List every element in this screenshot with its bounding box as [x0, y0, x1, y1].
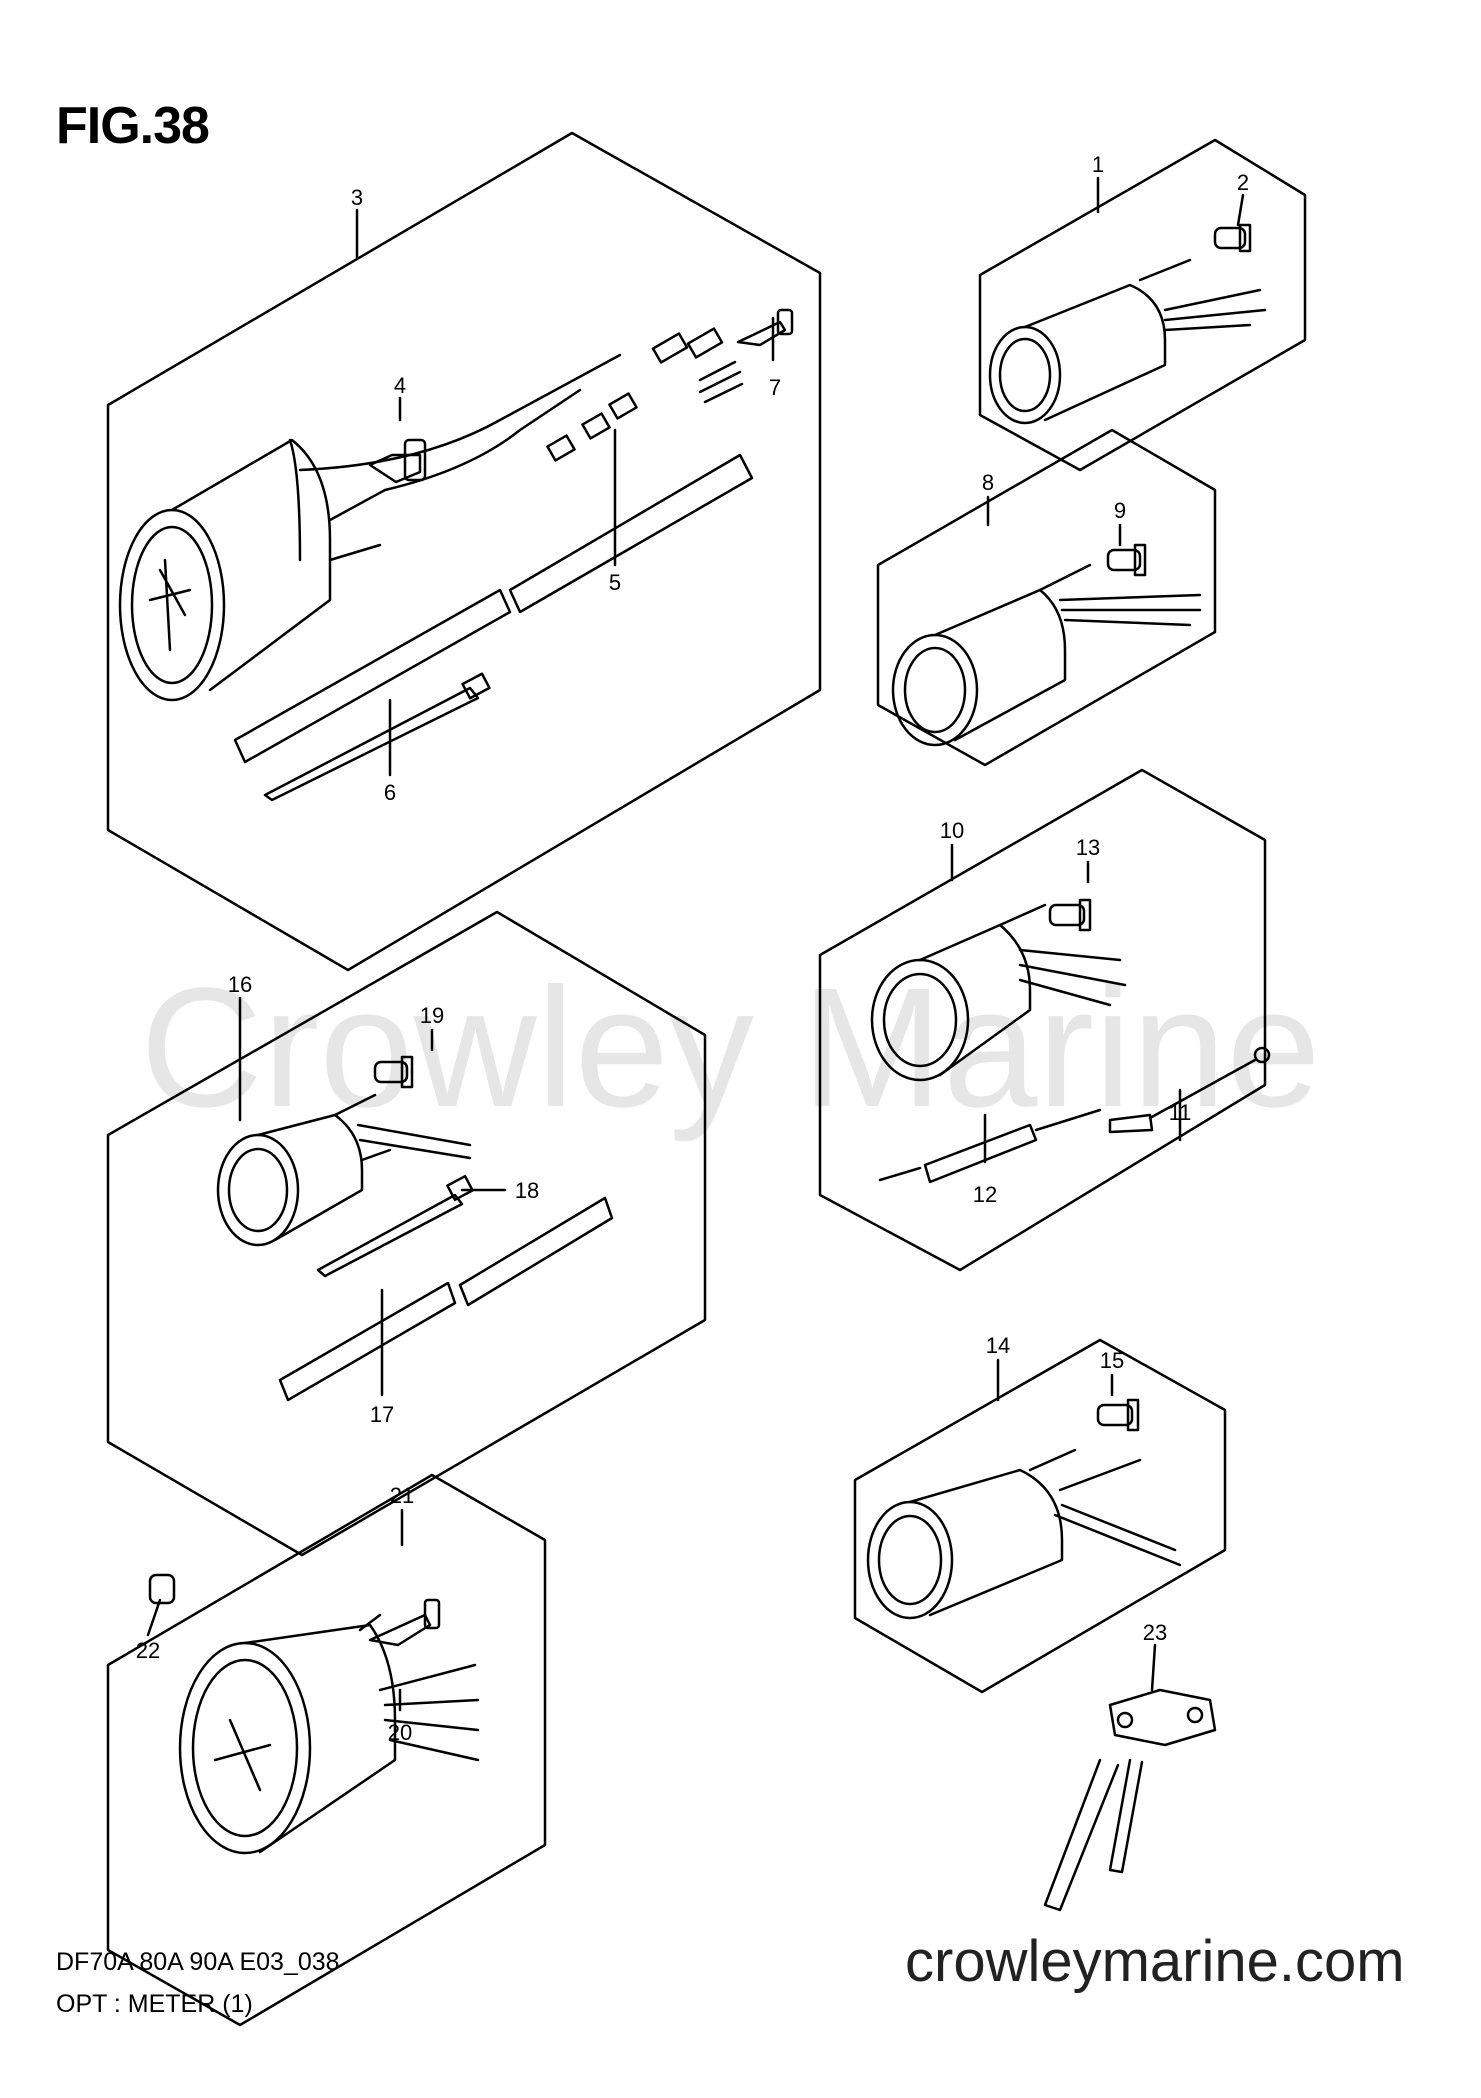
bulb-22 [148, 1573, 176, 1605]
callout-14: 14 [986, 1333, 1010, 1358]
callout-7: 7 [769, 375, 781, 400]
gauge-8 [891, 563, 1202, 747]
gauge-1 [988, 258, 1267, 425]
group-box-20 [106, 1473, 547, 2027]
callout-8: 8 [982, 470, 994, 495]
bulb-9 [1106, 543, 1147, 577]
callout-3: 3 [351, 185, 363, 210]
figure-title: FIG.38 [56, 97, 210, 155]
gauge-3 [118, 327, 744, 702]
group-box-10 [818, 768, 1267, 1272]
bulb-4 [368, 438, 427, 484]
bulb-13 [1048, 898, 1092, 932]
callout-13: 13 [1076, 835, 1100, 860]
callout-10: 10 [940, 818, 964, 843]
plug-21 [368, 1598, 441, 1647]
callout-18: 18 [515, 1178, 539, 1203]
callout-2: 2 [1237, 170, 1249, 195]
model-code: DF70A 80A 90A E03_038 [56, 1948, 340, 1976]
group-box-16 [106, 910, 707, 1557]
website-link[interactable]: crowleymarine.com [905, 1929, 1405, 1994]
group-box-14 [853, 1338, 1227, 1694]
callout-11: 11 [1169, 1100, 1192, 1125]
callout-6: 6 [384, 780, 396, 805]
wire-11 [1108, 1046, 1271, 1134]
group-box-1 [978, 138, 1307, 472]
bulb-15 [1096, 1398, 1140, 1432]
tube-17 [278, 1196, 614, 1402]
group-box-8 [876, 428, 1217, 767]
gauge-14 [866, 1448, 1182, 1620]
callout-17: 17 [370, 1402, 394, 1427]
callout-5: 5 [609, 570, 621, 595]
callout-20: 20 [388, 1720, 412, 1745]
group-box-3 [106, 131, 822, 972]
callout-16: 16 [228, 972, 252, 997]
callout-23: 23 [1143, 1620, 1167, 1645]
bulb-2 [1213, 223, 1252, 253]
figure-name: OPT : METER (1) [56, 1990, 253, 2018]
callout-19: 19 [420, 1003, 444, 1028]
callout-15: 15 [1100, 1348, 1124, 1373]
callout-4: 4 [394, 373, 406, 398]
gauge-20 [178, 1613, 480, 1855]
callout-12: 12 [973, 1182, 997, 1207]
cable-tie-18 [316, 1174, 474, 1278]
tube-5 [233, 453, 754, 764]
callout-22: 22 [136, 1638, 160, 1663]
bulb-19 [373, 1055, 414, 1089]
sensor-23 [1043, 1688, 1217, 1912]
callout-21: 21 [390, 1483, 414, 1508]
callout-1: 1 [1092, 152, 1104, 177]
gauge-10 [870, 903, 1127, 1082]
callout-9: 9 [1114, 498, 1126, 523]
wire-12 [878, 1108, 1102, 1184]
cable-tie-6 [263, 672, 491, 802]
gauge-16 [216, 1093, 472, 1247]
plug-7 [736, 308, 794, 347]
